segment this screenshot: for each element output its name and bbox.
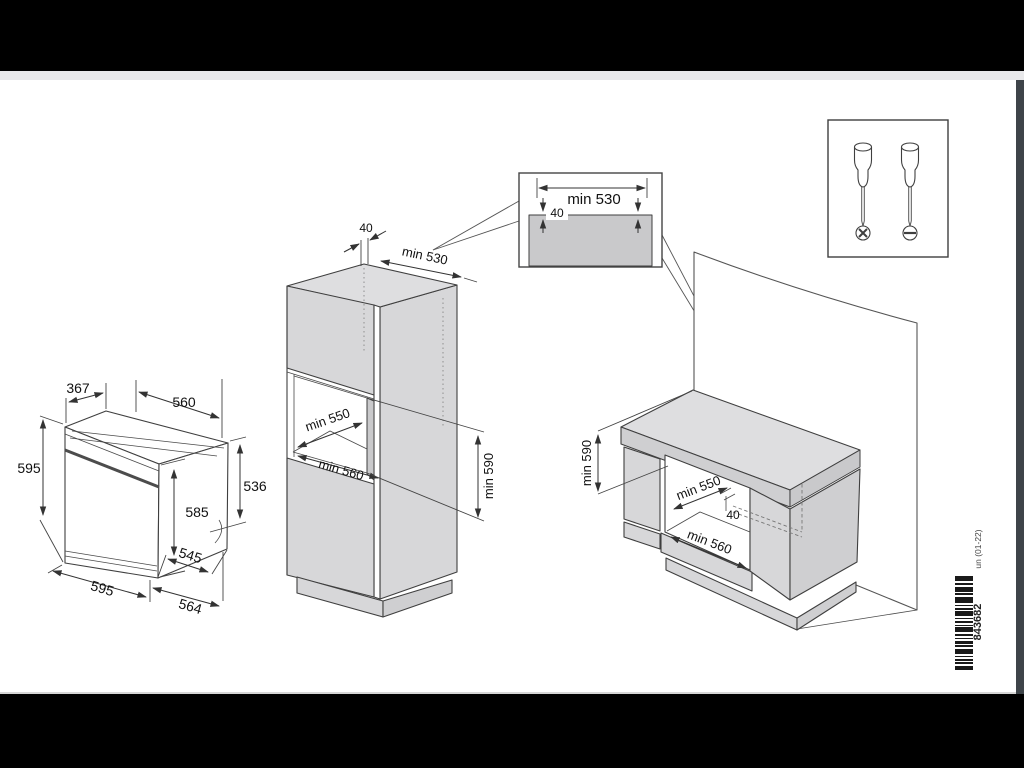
oven-door-gap <box>64 448 160 489</box>
base-plinth-side <box>796 581 857 631</box>
oven-dim-left-height: 595 <box>17 460 41 476</box>
barcode-bar <box>955 605 973 606</box>
base-left-door <box>623 446 661 532</box>
barcode-bar <box>955 662 973 664</box>
tools-box <box>827 119 949 258</box>
column-dim-niche-height: min 590 <box>481 453 496 499</box>
base-end-panel <box>789 468 861 601</box>
barcode-bar <box>955 621 973 623</box>
barcode-bar <box>955 666 973 670</box>
oven-door-edge-curve <box>214 519 223 544</box>
right-edge-bar <box>1016 80 1024 694</box>
barcode-bar <box>955 638 973 639</box>
cutout-detail-inset: min 530 40 <box>432 172 751 404</box>
oven-dim-front-height: 585 <box>185 504 209 520</box>
barcode-bar <box>955 659 973 661</box>
edition-code: un (01-22) <box>973 529 983 568</box>
top-divider-strip <box>0 71 1024 80</box>
oven-dim-top-width: 560 <box>172 394 196 410</box>
base-dim-rear-gap: 40 <box>726 508 740 522</box>
oven-dim-top-depth: 367 <box>66 380 90 396</box>
barcode-bar <box>955 618 973 619</box>
barcode-bar <box>955 625 973 626</box>
column-plinth-side <box>382 579 453 618</box>
oven-dim-total-depth: 564 <box>177 595 204 617</box>
inset-dim-rear-gap: 40 <box>550 206 564 220</box>
oven-dim-bottom-width: 595 <box>89 577 116 599</box>
phillips-screwdriver-icon <box>853 142 873 241</box>
column-board-edge <box>373 304 381 600</box>
inset-cutout-rect <box>528 214 653 267</box>
barcode-bar <box>955 587 973 592</box>
barcode-bar <box>955 627 973 632</box>
part-number: 843682 <box>972 604 984 641</box>
barcode-bar <box>955 634 973 636</box>
flathead-screwdriver-icon <box>900 142 920 241</box>
base-cabinet-view: min 590 min 550 40 min 560 <box>579 251 918 631</box>
oven-isometric-view: 367 560 595 536 585 545 595 564 <box>17 379 267 617</box>
column-cabinet-view: 40 min 530 min 550 min 560 min 590 <box>286 221 496 618</box>
barcode-bar <box>955 576 973 581</box>
column-side-face <box>379 284 458 600</box>
barcode <box>955 576 973 670</box>
barcode-bar <box>955 649 973 654</box>
base-dim-niche-height: min 590 <box>579 440 594 486</box>
bottom-divider-strip <box>0 692 1024 694</box>
inset-label-bg <box>546 206 568 220</box>
barcode-bar <box>955 597 973 603</box>
barcode-bar <box>955 611 973 616</box>
oven-dim-right-height: 536 <box>243 478 267 494</box>
tools-box-frame <box>827 119 949 258</box>
column-niche-side-wall <box>366 397 375 481</box>
top-black-bar <box>0 0 1024 71</box>
base-left-drawer <box>623 521 661 550</box>
floor-line <box>796 609 918 630</box>
bottom-black-bar <box>0 694 1024 768</box>
column-dim-rear-gap: 40 <box>359 221 373 235</box>
barcode-bar <box>955 641 973 644</box>
barcode-bar <box>955 593 973 595</box>
barcode-bar <box>955 645 973 647</box>
base-countertop-end <box>789 449 861 508</box>
barcode-bar <box>955 583 973 585</box>
barcode-bar <box>955 656 973 657</box>
inset-dim-cutout-width: min 530 <box>567 191 620 208</box>
print-info-block: 843682 un (01-22) <box>955 529 984 670</box>
oven-dim-bottom-depth: 545 <box>177 544 204 566</box>
barcode-bar <box>955 608 973 610</box>
